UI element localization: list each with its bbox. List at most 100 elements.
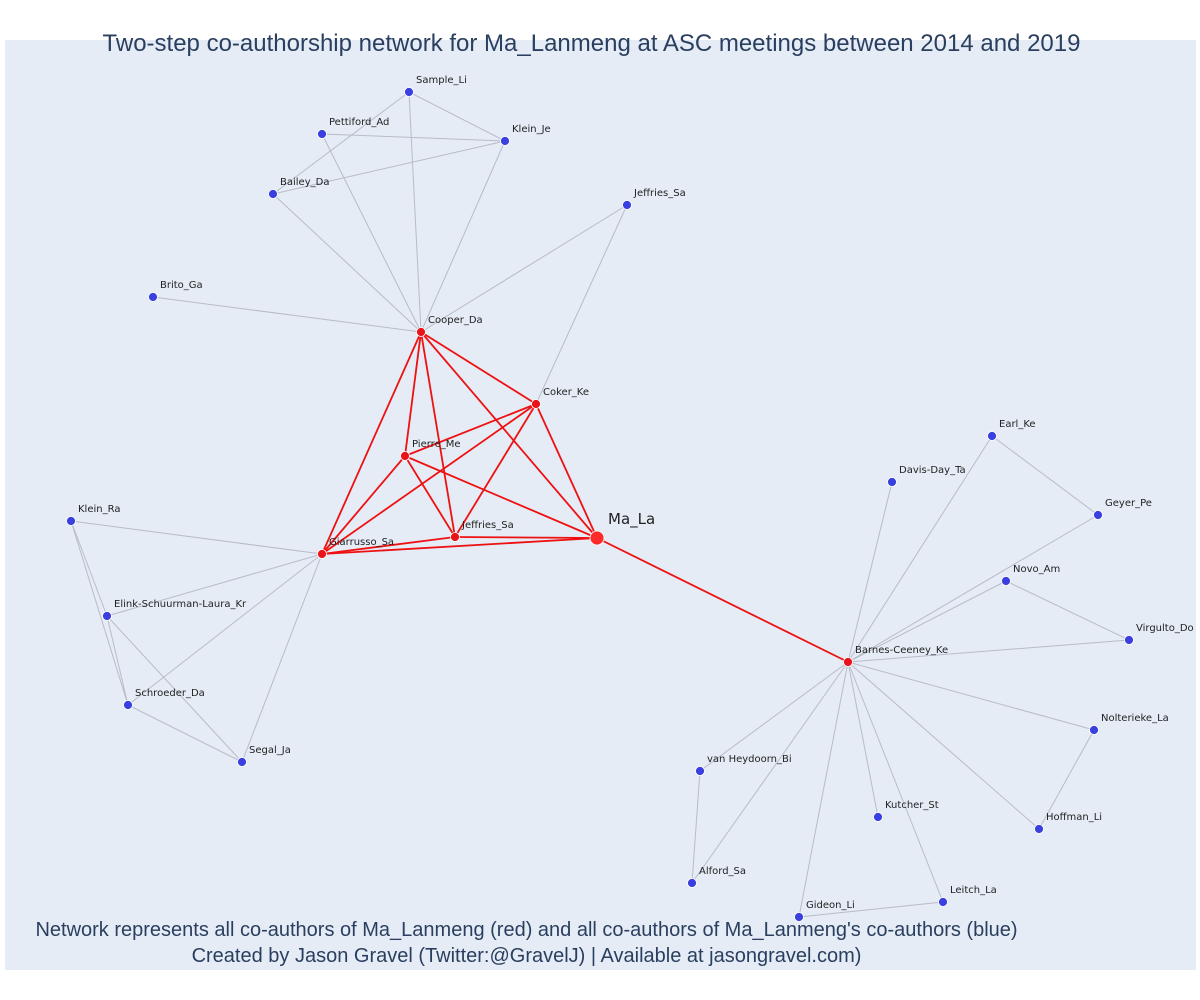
edge-barnes-novo	[847, 580, 1007, 663]
node-label-schroeder: Schroeder_Da	[135, 688, 205, 699]
node-coker[interactable]	[531, 399, 541, 409]
node-label-coker: Coker_Ke	[543, 387, 589, 398]
node-earl[interactable]	[987, 431, 997, 441]
secondary-edges	[70, 91, 1130, 918]
node-label-jeffries2: Jeffries_Sa	[633, 188, 686, 199]
node-label-novo: Novo_Am	[1013, 564, 1060, 575]
edge-coker-jeffries1	[454, 403, 537, 538]
edge-barnes-davisday	[847, 481, 893, 663]
node-geyer[interactable]	[1093, 510, 1103, 520]
node-virgulto[interactable]	[1124, 635, 1134, 645]
edge-schroeder-segal	[127, 704, 243, 763]
edge-ma-pierre	[404, 455, 598, 539]
edge-novo-virgulto	[1005, 580, 1130, 641]
node-label-jeffries1: Jeffries_Sa	[461, 520, 514, 531]
node-davisday[interactable]	[887, 477, 897, 487]
node-label-kleinra: Klein_Ra	[78, 504, 120, 515]
edge-elink-segal	[106, 615, 243, 763]
node-label-giarrusso: Giarrusso_Sa	[329, 537, 394, 548]
node-label-barnes: Barnes-Ceeney_Ke	[855, 645, 948, 656]
edge-giarrusso-segal	[241, 553, 323, 763]
edge-leitch-gideon	[798, 901, 944, 918]
edge-cooper-kleinje	[420, 140, 506, 333]
caption: Network represents all co-authors of Ma_…	[0, 917, 1053, 969]
edge-sample-kleinje	[408, 91, 506, 142]
node-alford[interactable]	[687, 878, 697, 888]
chart-title: Two-step co-authorship network for Ma_La…	[102, 30, 1081, 57]
edge-earl-geyer	[991, 435, 1099, 516]
edge-cooper-pierre	[404, 331, 422, 457]
node-pierre[interactable]	[400, 451, 410, 461]
edge-ma-cooper	[420, 331, 598, 539]
node-label-segal: Segal_Ja	[249, 745, 291, 756]
node-label-gideon: Gideon_Li	[806, 900, 855, 911]
edge-ma-jeffries1	[454, 536, 598, 539]
edge-kleinra-elink	[70, 520, 108, 617]
node-label-virgulto: Virgulto_Do	[1136, 623, 1194, 634]
edge-vanheyd-alford	[691, 770, 701, 884]
edge-coker-giarrusso	[321, 403, 537, 555]
node-jeffries1[interactable]	[450, 532, 460, 542]
edge-cooper-pettiford	[321, 133, 422, 333]
node-leitch[interactable]	[938, 897, 948, 907]
node-barnes[interactable]	[843, 657, 853, 667]
node-label-ma: Ma_La	[608, 510, 655, 529]
node-ma[interactable]	[589, 530, 605, 546]
node-nolte[interactable]	[1089, 725, 1099, 735]
edge-cooper-giarrusso	[321, 331, 422, 555]
node-schroeder[interactable]	[123, 700, 133, 710]
node-label-bailey: Bailey_Da	[280, 177, 329, 188]
node-label-geyer: Geyer_Pe	[1105, 498, 1152, 509]
node-kleinra[interactable]	[66, 516, 76, 526]
edge-cooper-bailey	[272, 193, 422, 333]
edge-ma-barnes	[596, 537, 849, 663]
edge-barnes-earl	[847, 435, 993, 663]
node-label-vanheyd: van Heydoorn_Bi	[707, 754, 792, 765]
edge-ma-giarrusso	[321, 537, 598, 555]
node-novo[interactable]	[1001, 576, 1011, 586]
node-jeffries2[interactable]	[622, 200, 632, 210]
node-pettiford[interactable]	[317, 129, 327, 139]
edge-barnes-gideon	[798, 661, 849, 918]
node-sample[interactable]	[404, 87, 414, 97]
node-label-hoffman: Hoffman_Li	[1046, 812, 1102, 823]
edge-barnes-alford	[691, 661, 849, 884]
node-label-davisday: Davis-Day_Ta	[899, 465, 966, 476]
caption-line-1: Network represents all co-authors of Ma_…	[35, 919, 1018, 941]
edge-elink-schroeder	[106, 615, 129, 706]
edge-pettiford-kleinje	[321, 133, 506, 142]
node-bailey[interactable]	[268, 189, 278, 199]
edge-coker-pierre	[404, 403, 537, 457]
plot-area	[5, 40, 1196, 970]
node-kleinje[interactable]	[500, 136, 510, 146]
node-vanheyd[interactable]	[695, 766, 705, 776]
edge-coker-jeffries2	[535, 204, 628, 405]
node-gideon[interactable]	[794, 912, 804, 922]
edge-cooper-jeffries1	[420, 331, 456, 538]
node-label-cooper: Cooper_Da	[428, 315, 483, 326]
edge-barnes-virgulto	[847, 639, 1130, 663]
caption-line-2: Created by Jason Gravel (Twitter:@Gravel…	[191, 945, 862, 967]
edge-barnes-vanheyd	[699, 661, 849, 772]
node-label-nolte: Nolterieke_La	[1101, 713, 1169, 724]
node-label-kleinje: Klein_Je	[512, 124, 551, 135]
edge-giarrusso-schroeder	[127, 553, 323, 706]
node-cooper[interactable]	[416, 327, 426, 337]
edge-bailey-kleinje	[272, 140, 506, 195]
node-elink[interactable]	[102, 611, 112, 621]
edge-barnes-kutcher	[847, 661, 879, 818]
node-hoffman[interactable]	[1034, 824, 1044, 834]
node-label-earl: Earl_Ke	[999, 419, 1036, 430]
node-segal[interactable]	[237, 757, 247, 767]
node-labels: Ma_LaCooper_DaCoker_KePierre_MeJeffries_…	[78, 75, 1194, 911]
node-label-kutcher: Kutcher_St	[885, 800, 939, 811]
node-giarrusso[interactable]	[317, 549, 327, 559]
edge-cooper-coker	[420, 331, 537, 405]
node-brito[interactable]	[148, 292, 158, 302]
primary-edges	[321, 331, 849, 663]
edge-nolte-hoffman	[1038, 729, 1095, 830]
node-kutcher[interactable]	[873, 812, 883, 822]
edge-sample-bailey	[272, 91, 410, 195]
node-label-pettiford: Pettiford_Ad	[329, 117, 389, 128]
edge-cooper-jeffries2	[420, 204, 628, 333]
